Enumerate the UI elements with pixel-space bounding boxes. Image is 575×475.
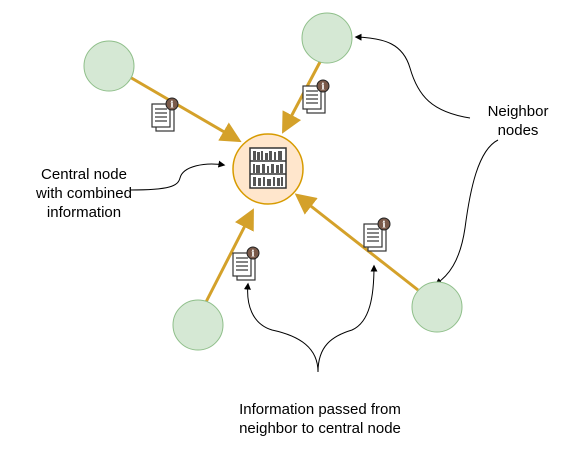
edge-top-right xyxy=(282,61,322,134)
neighbor-node-bottom-right xyxy=(411,281,463,333)
info-pointer-left xyxy=(243,282,319,373)
document-info-icon: i xyxy=(302,79,330,114)
info-label-line-2: neighbor to central node xyxy=(239,420,401,437)
neighbor-label-line-2: nodes xyxy=(497,122,539,139)
edge-top-left xyxy=(127,74,242,143)
svg-text:i: i xyxy=(170,101,174,111)
central-label-pointer xyxy=(129,160,226,191)
svg-text:i: i xyxy=(382,221,386,231)
document-info-icon: i xyxy=(151,97,179,132)
neighbor-pointer-top xyxy=(354,33,471,119)
neighbor-label-line-1: Neighbor xyxy=(487,103,549,120)
edge-bottom-left xyxy=(204,208,254,303)
bookshelf-icon xyxy=(249,147,287,189)
annotation-arrows xyxy=(129,33,499,373)
neighbor-node-top-left xyxy=(83,40,135,92)
central-node-group xyxy=(232,133,304,205)
svg-text:i: i xyxy=(251,250,255,260)
central-label-line-3: information xyxy=(46,204,122,221)
neighbor-nodes-label: Neighbor nodes xyxy=(470,102,566,140)
document-info-icon: i xyxy=(363,217,391,252)
central-label-line-1: Central node xyxy=(41,166,127,183)
document-info-icon: i xyxy=(232,246,260,281)
central-label-line-2: with combined xyxy=(36,185,132,202)
neighbor-pointer-bottom xyxy=(434,139,499,285)
neighbor-node-bottom-left xyxy=(172,299,224,351)
neighbor-node-top-right xyxy=(301,12,353,64)
central-node-label: Central node with combined information xyxy=(14,165,154,222)
edge-bottom-right xyxy=(294,193,419,292)
information-passed-label: Information passed from neighbor to cent… xyxy=(215,400,425,438)
info-pointer-right xyxy=(317,264,378,373)
info-label-line-1: Information passed from xyxy=(239,401,401,418)
message-edges xyxy=(127,61,419,303)
svg-text:i: i xyxy=(321,83,325,93)
